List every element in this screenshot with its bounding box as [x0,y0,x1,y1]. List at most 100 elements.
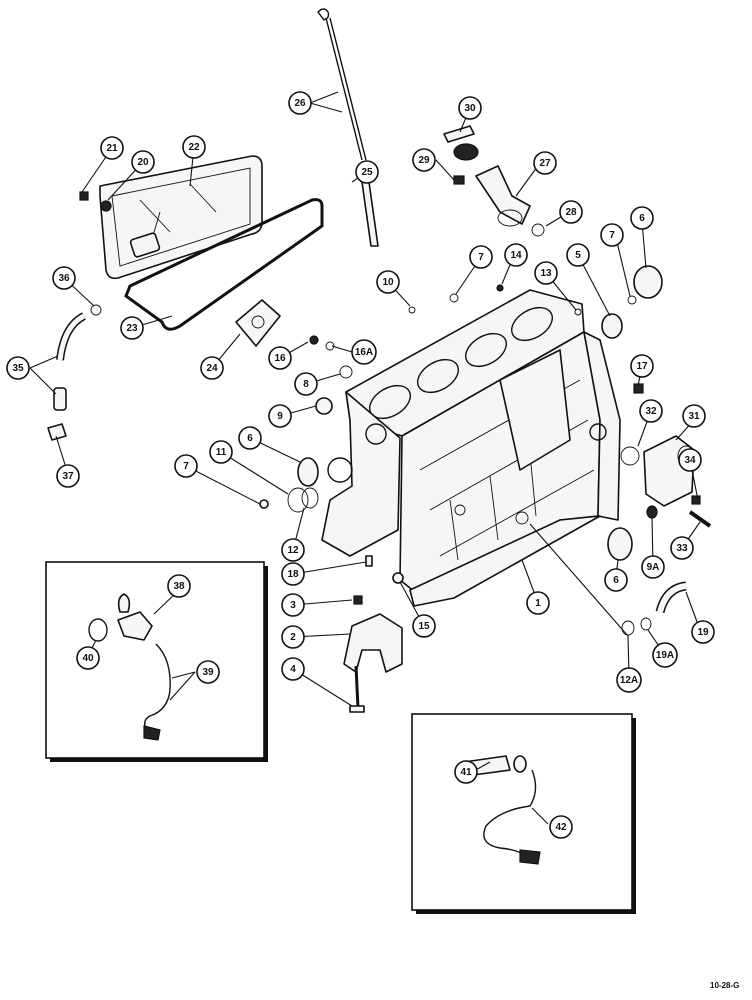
callout-bubble [639,399,663,423]
rear-seals [607,505,658,636]
callout-bubble [458,96,482,120]
oil-filler-elbow [475,165,531,227]
callout-label: 7 [609,230,615,241]
callout-bubble [534,261,558,285]
callout-bubble [533,151,557,175]
callout-bubble [268,404,292,428]
callout-6c: 6 [604,568,628,592]
callout-label: 33 [676,543,688,554]
callout-bubble [691,620,715,644]
callout-10: 10 [376,270,400,294]
callout-label: 3 [290,600,296,611]
callout-13: 13 [534,261,558,285]
dipstick [317,8,367,161]
sensor-inset [411,713,636,914]
oil-filler-cap [443,125,479,161]
callout-27: 27 [533,151,557,175]
callout-label: 25 [361,167,373,178]
callout-label: 1 [535,598,541,609]
callout-9: 9 [268,404,292,428]
callout-29: 29 [412,148,436,172]
callout-label: 22 [188,142,200,153]
cover-bolt [79,191,112,212]
callout-label: 17 [636,361,648,372]
callout-bubble [100,136,124,160]
callout-bubble [526,591,550,615]
callout-label: 21 [106,143,118,154]
callout-42: 42 [549,815,573,839]
callout-bubble [469,245,493,269]
callout-label: 30 [464,103,476,114]
callout-33: 33 [670,536,694,560]
callout-label: 39 [202,667,214,678]
callout-label: 7 [183,461,189,472]
callout-22: 22 [182,135,206,159]
callout-bubble [182,135,206,159]
callout-bubble [652,642,678,668]
callout-18: 18 [281,562,305,586]
callout-6a: 6 [630,206,654,230]
callout-label: 7 [478,252,484,263]
callout-bubble [281,625,305,649]
callout-label: 23 [126,323,138,334]
callout-label: 9 [277,411,283,422]
callout-label: 18 [287,569,299,580]
callout-7a: 7 [600,223,624,247]
oil-tube [655,581,687,614]
callout-label: 12A [620,675,638,686]
callout-label: 24 [206,363,218,374]
breather-plate [235,299,281,347]
callout-bubble [52,266,76,290]
callout-layer: 12345666777899A10111212A1314151616A17181… [6,91,715,839]
callout-label: 9A [647,562,660,573]
callout-label: 38 [173,581,185,592]
callout-bubble [120,316,144,340]
callout-label: 42 [555,822,567,833]
callout-8: 8 [294,372,318,396]
callout-label: 16A [355,347,373,358]
callout-label: 19 [697,627,709,638]
callout-bubble [559,200,583,224]
engine-block [321,289,621,607]
valve-cover-gasket [124,198,324,331]
callout-19: 19 [691,620,715,644]
callout-19a: 19A [652,642,678,668]
callout-bubble [412,148,436,172]
callout-label: 31 [688,411,700,422]
callout-41: 41 [454,760,478,784]
callout-bubble [294,372,318,396]
dowel-pins [365,555,404,584]
callout-bubble [281,657,305,681]
callout-5: 5 [566,243,590,267]
callout-40: 40 [76,646,100,670]
callout-bubble [174,454,198,478]
callout-bubble [209,440,233,464]
callout-bubble [355,160,379,184]
valve-cover [99,155,263,280]
callout-16: 16 [268,346,292,370]
callout-bubble [281,562,305,586]
callout-36: 36 [52,266,76,290]
callout-bubble [604,568,628,592]
callout-14: 14 [504,243,528,267]
callout-label: 5 [575,250,581,261]
callout-bubble [682,404,706,428]
callout-21: 21 [100,136,124,160]
callout-bubble [566,243,590,267]
callout-31: 31 [682,404,706,428]
callout-32: 32 [639,399,663,423]
callout-12: 12 [281,538,305,562]
drawing-reference: 10-28-G [710,981,739,990]
callout-bubble [376,270,400,294]
callout-25: 25 [355,160,379,184]
front-expansion-plugs [259,335,353,513]
callout-bubble [238,426,262,450]
callout-label: 10 [382,277,394,288]
callout-9a: 9A [641,555,665,579]
callout-label: 34 [684,455,696,466]
callout-label: 37 [62,471,74,482]
callout-bubble [268,346,292,370]
callout-bubble [630,206,654,230]
callout-bubble [167,574,191,598]
callout-label: 27 [539,158,551,169]
